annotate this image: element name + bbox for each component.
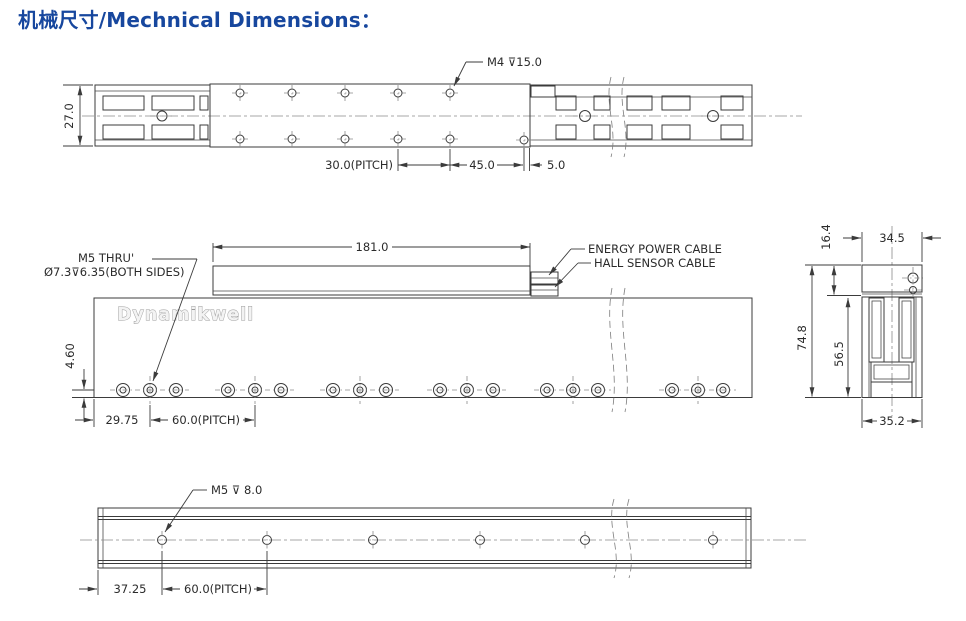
label-m5-thru-line1: M5 THRU' [78, 251, 134, 265]
dim-total-height: 74.8 [795, 325, 809, 351]
dim-stator-height: 56.5 [832, 341, 846, 367]
forcer-block [212, 265, 531, 296]
side-view-labels: M5 THRU' Ø7.3⊽6.35(BOTH SIDES) ENERGY PO… [44, 242, 722, 382]
label-m5-thru-line2: Ø7.3⊽6.35(BOTH SIDES) [44, 265, 185, 279]
top-view-slider [209, 83, 531, 148]
end-view: 74.8 16.4 56.5 34.5 35.2 [795, 224, 941, 428]
bottom-view: M5 ⊽ 8.0 37.25 60.0(PITCH) [79, 483, 808, 596]
top-view-dimensions: 27.0 M4 ⊽15.0 30.0(PITCH) 45.0 5.0 [62, 55, 565, 172]
break-line [609, 287, 615, 413]
dim-hole-pitch: 60.0(PITCH) [172, 413, 240, 427]
label-m5-thread: M5 ⊽ 8.0 [211, 483, 262, 497]
break-line [608, 76, 614, 158]
top-view-left-rail [94, 84, 211, 147]
stator-body [93, 297, 753, 398]
dim-stator-width: 35.2 [879, 414, 905, 428]
end-stator [861, 296, 923, 398]
stator-mount-holes [110, 376, 736, 404]
top-view: 27.0 M4 ⊽15.0 30.0(PITCH) 45.0 5.0 [62, 55, 802, 172]
dim-hole-pitch: 60.0(PITCH) [184, 582, 252, 596]
dim-forcer-height: 16.4 [819, 224, 833, 250]
dim-first-hole-offset: 29.75 [106, 413, 139, 427]
slider-thread-holes [232, 85, 458, 147]
page-title: 机械尺寸/Mechnical Dimensions： [18, 8, 382, 32]
dim-5: 5.0 [547, 158, 565, 172]
dim-rail-height: 27.0 [62, 103, 76, 129]
bottom-rail [97, 507, 752, 569]
end-view-dimensions: 74.8 16.4 56.5 34.5 35.2 [795, 224, 941, 428]
end-forcer-block [861, 264, 923, 293]
dim-forcer-length: 181.0 [356, 240, 389, 254]
break-line [622, 287, 628, 413]
dim-forcer-width: 34.5 [879, 231, 905, 245]
break-line [626, 498, 632, 579]
dim-first-hole-offset: 37.25 [114, 582, 147, 596]
break-line [621, 76, 627, 158]
sensor-cable-stub [530, 284, 559, 297]
side-view: Dynamikwell [44, 240, 753, 427]
break-line [611, 498, 617, 579]
dim-hole-height: 4.60 [63, 343, 77, 369]
watermark: Dynamikwell [117, 305, 254, 325]
top-view-right-rail [516, 76, 753, 158]
label-energy-cable: ENERGY POWER CABLE [588, 242, 722, 256]
dim-45: 45.0 [469, 158, 495, 172]
side-view-dimensions: 181.0 4.60 29.75 60.0(PITCH) [63, 240, 531, 427]
bottom-view-dimensions: 37.25 60.0(PITCH) [79, 551, 268, 596]
label-m4-thread: M4 ⊽15.0 [487, 55, 542, 69]
dim-slider-hole-pitch: 30.0(PITCH) [325, 158, 393, 172]
label-hall-cable: HALL SENSOR CABLE [594, 256, 716, 270]
